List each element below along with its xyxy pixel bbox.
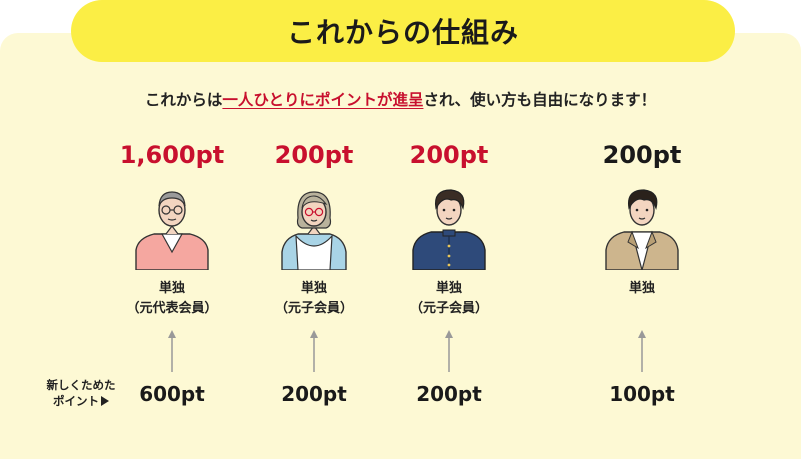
side-label-line2-wrap: ポイント [36,393,126,409]
subtitle-highlight: 一人ひとりにポイントが進呈 [222,91,424,109]
student-uniform-icon [412,189,486,270]
young-man-jacket-icon [605,189,679,270]
new-points: 100pt [609,382,675,406]
new-points: 600pt [139,382,205,406]
current-points: 1,600pt [119,141,225,169]
up-arrow-icon [445,330,453,372]
new-points: 200pt [281,382,347,406]
status-label: 単独 [628,281,655,296]
senior-man-vest-icon [135,191,209,270]
subtitle-after: され、使い方も自由になります！ [423,91,657,109]
former-role-label: （元子会員） [409,301,488,316]
side-label-line1: 新しくためた [46,378,116,392]
status-label: 単独 [435,281,462,296]
up-arrow-icon [310,330,318,372]
title-banner: これからの仕組み [71,0,735,62]
former-role-label: （元子会員） [274,301,353,316]
subtitle-before: これからは [144,91,223,109]
current-points: 200pt [602,141,682,169]
current-points: 200pt [409,141,489,169]
up-arrow-icon [168,330,176,372]
current-points: 200pt [274,141,354,169]
status-label: 単独 [158,281,185,296]
woman-glasses-icon [281,191,347,270]
side-label-line2: ポイント [53,394,99,408]
up-arrow-icon [638,330,646,372]
right-triangle-icon [101,396,109,406]
former-role-label: （元代表会員） [126,301,218,316]
status-label: 単独 [300,281,327,296]
page-title: これからの仕組み [286,16,519,49]
subtitle: これからは一人ひとりにポイントが進呈され、使い方も自由になります！ [0,88,801,110]
new-points-side-label: 新しくためた ポイント [36,377,126,409]
new-points: 200pt [416,382,482,406]
